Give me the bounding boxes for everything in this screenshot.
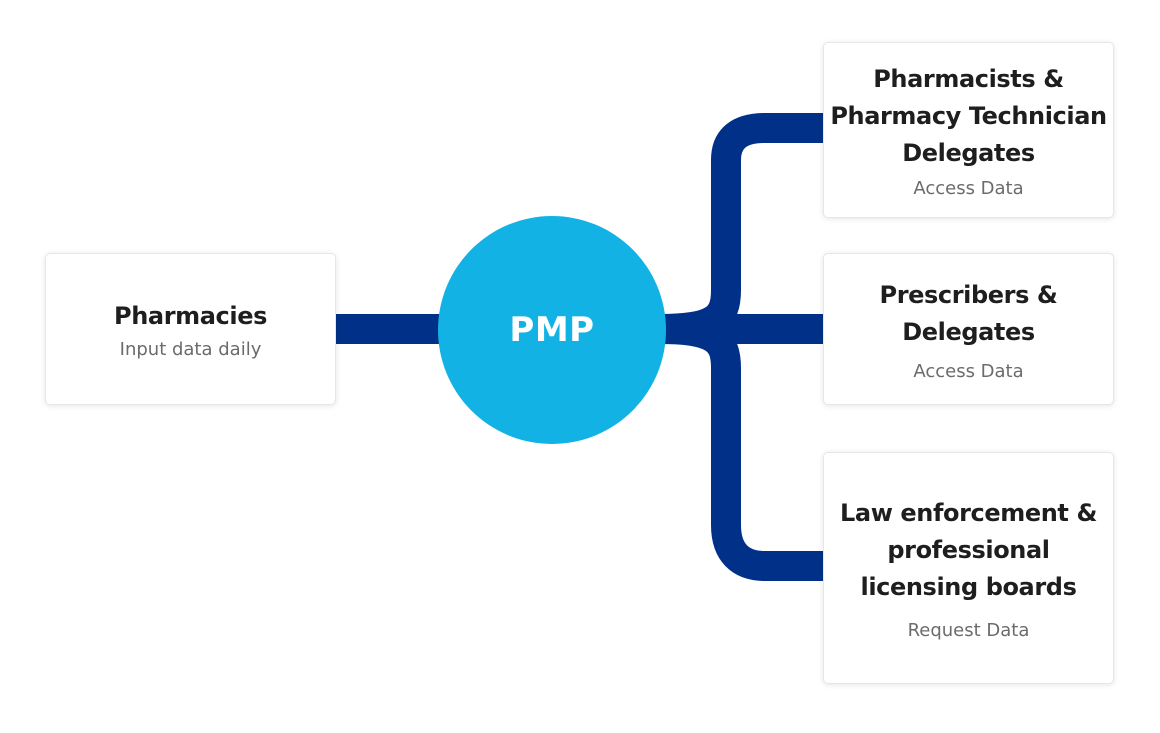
pharmacists-title: Pharmacists & Pharmacy Technician Delega… <box>830 65 1107 167</box>
prescribers-title: Prescribers & Delegates <box>879 280 1058 346</box>
pharmacists-subtitle: Access Data <box>913 178 1024 199</box>
pharmacies-subtitle: Input data daily <box>119 339 262 360</box>
pmp-hub-circle: PMP <box>438 216 666 444</box>
connector-brace-lower <box>659 314 824 581</box>
prescribers-card: Prescribers & Delegates Access Data <box>823 253 1114 405</box>
pharmacies-title: Pharmacies <box>114 302 267 330</box>
pmp-hub-label: PMP <box>509 310 595 350</box>
law-enforcement-title: Law enforcement & professional licensing… <box>840 499 1097 601</box>
pharmacists-card: Pharmacists & Pharmacy Technician Delega… <box>823 42 1114 218</box>
pharmacies-card: Pharmacies Input data daily <box>45 253 336 405</box>
connector-brace-upper <box>659 113 824 344</box>
law-enforcement-subtitle: Request Data <box>907 620 1030 641</box>
law-enforcement-card: Law enforcement & professional licensing… <box>823 452 1114 684</box>
prescribers-subtitle: Access Data <box>913 360 1024 382</box>
